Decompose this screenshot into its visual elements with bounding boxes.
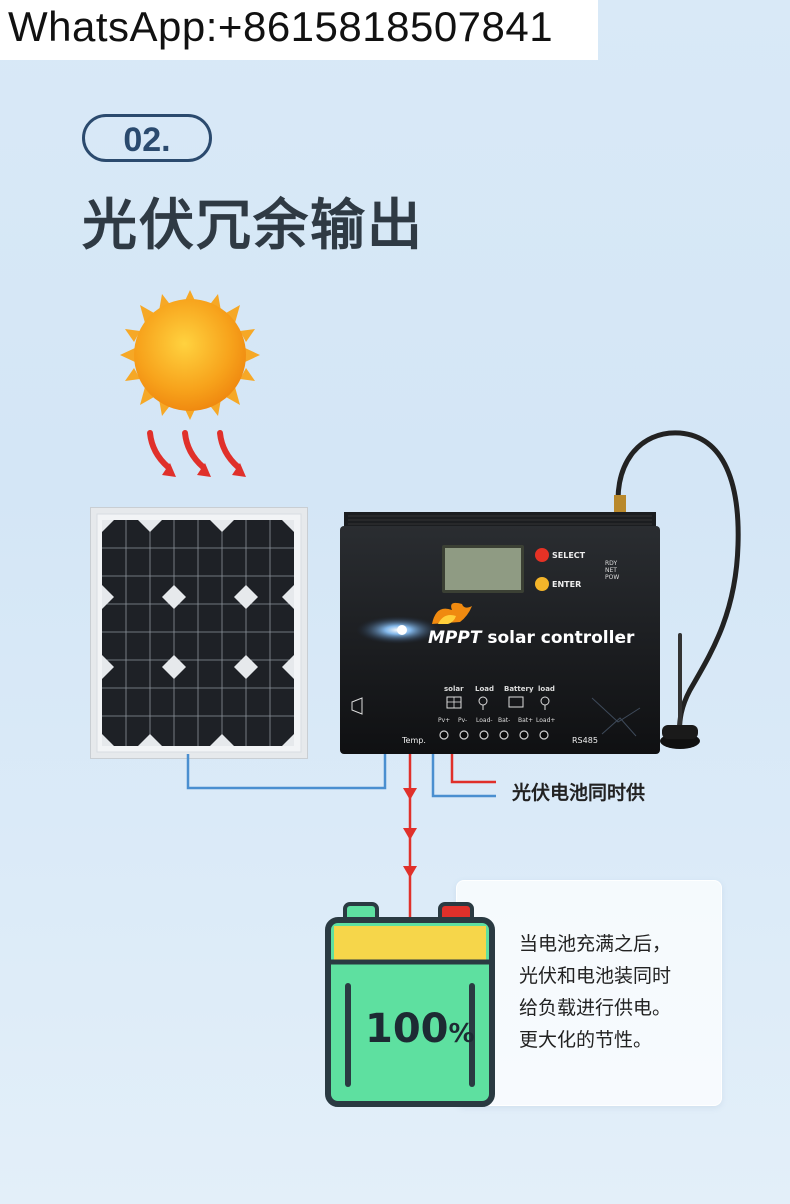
led-pow-label: POW [605, 574, 620, 581]
terminal-bat-minus: Bat- [498, 717, 511, 724]
info-line-2: 光伏和电池装同时 [519, 965, 672, 987]
battery-icon [325, 902, 495, 1107]
temp-label: Temp. [402, 736, 426, 745]
rs485-label: RS485 [572, 736, 598, 745]
led-net-label: NET [605, 567, 617, 574]
mppt-controller-image [340, 512, 660, 754]
terminal-pv-minus: Pv- [458, 717, 468, 724]
whatsapp-text: WhatsApp:+8615818507841 [8, 3, 554, 50]
info-line-1: 当电池充满之后， [519, 933, 672, 955]
group-load-label: Load [475, 685, 495, 693]
battery-percent-value: 100 [365, 1006, 449, 1052]
brand-prefix: MPPT [428, 628, 482, 648]
controller-brand: MPPT solar controller [428, 628, 634, 648]
terminal-bat-plus: Bat+ [518, 717, 534, 724]
supply-label: 光伏电池同时供 [512, 782, 646, 804]
battery-percent-sign: % [448, 1019, 475, 1049]
group-battery-label: Battery [504, 685, 534, 693]
section-number: 02. [123, 121, 171, 159]
solar-panel-image [90, 507, 308, 759]
whatsapp-watermark: WhatsApp:+8615818507841 [0, 0, 598, 60]
select-button-label: SELECT [552, 551, 586, 560]
terminal-load-minus: Load- [476, 717, 493, 724]
info-card: 当电池充满之后， 光伏和电池装同时 给负载进行供电。 更大化的节性。 [456, 880, 722, 1106]
terminal-load-plus: Load+ [536, 717, 556, 724]
info-line-4: 更大化的节性。 [519, 1029, 653, 1051]
section-title: 光伏冗余输出 [82, 193, 425, 257]
sun-icon [120, 290, 260, 477]
led-rdy-label: RDY [605, 560, 618, 567]
group-solar-label: solar [444, 685, 464, 693]
group-load2-label: load [538, 685, 555, 693]
info-line-3: 给负载进行供电。 [519, 997, 672, 1019]
terminal-pv-plus: Pv+ [438, 717, 451, 724]
wiring-diagram [186, 754, 496, 918]
battery-percent: 100% [365, 1006, 475, 1052]
enter-button-label: ENTER [552, 580, 582, 589]
section-number-pill: 02. [82, 114, 212, 162]
brand-suffix: solar controller [481, 628, 635, 648]
